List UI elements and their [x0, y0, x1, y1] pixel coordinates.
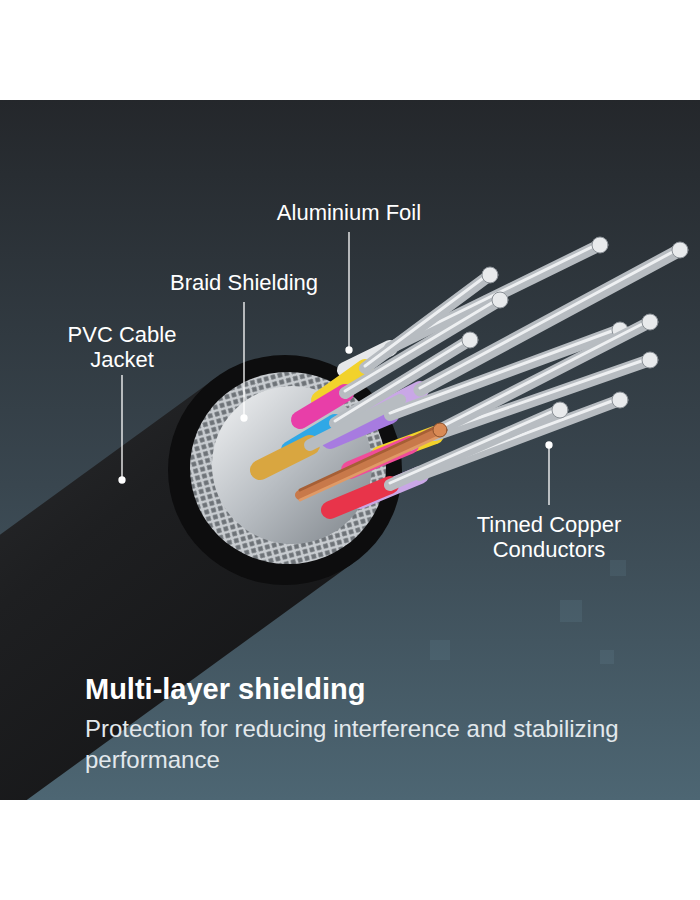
part-label: Tinned Copper Conductors — [454, 512, 644, 562]
conductors — [260, 237, 688, 510]
part-label: Braid Shielding — [144, 270, 344, 295]
title: Multi-layer shielding — [85, 672, 365, 706]
part-label: Aluminium Foil — [249, 200, 449, 225]
leader-lines — [119, 232, 552, 505]
background-panel — [0, 100, 700, 800]
part-label: PVC Cable Jacket — [52, 322, 192, 372]
caption: Protection for reducing interference and… — [85, 713, 645, 775]
